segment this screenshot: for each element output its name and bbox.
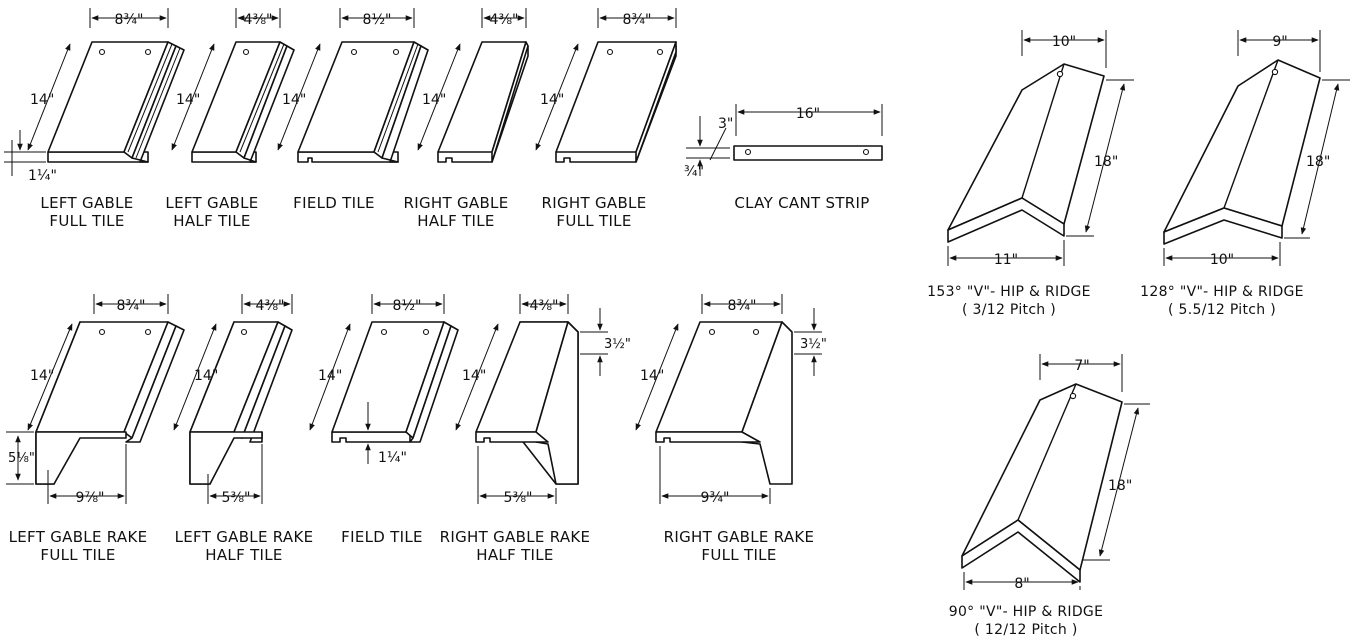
width-label: 8½" xyxy=(363,12,392,28)
caption-line2: HALF TILE xyxy=(173,212,250,230)
length-label: 14" xyxy=(30,368,54,384)
thickness-label: 1¼" xyxy=(28,168,57,184)
caption-line1: LEFT GABLE xyxy=(40,194,133,212)
rake-left-gable-full xyxy=(6,294,185,504)
caption-line1: RIGHT GABLE xyxy=(542,194,647,212)
cant-height-label: 3" xyxy=(718,116,733,132)
rake-left-gable-half xyxy=(173,294,293,504)
tile-right-gable-half xyxy=(417,8,529,163)
drop-label: 3½" xyxy=(800,337,827,352)
ridge-caption-line2: ( 12/12 Pitch ) xyxy=(974,622,1077,638)
ridge-caption-line1: 128° "V"- HIP & RIDGE xyxy=(1140,284,1304,300)
caption-line2: FULL TILE xyxy=(40,546,115,564)
rake-width-label: 5⅜" xyxy=(504,490,533,506)
ridge-153 xyxy=(947,30,1134,266)
caption-line1: RIGHT GABLE RAKE xyxy=(664,528,815,546)
length-label: 14" xyxy=(318,368,342,384)
length-label: 14" xyxy=(462,368,486,384)
rake-width-label: 9¾" xyxy=(701,490,730,506)
rake-width-label: 9⅞" xyxy=(76,490,105,506)
length-label: 14" xyxy=(30,92,54,108)
rake-width-label: 5⅜" xyxy=(222,490,251,506)
top-width-label: 9" xyxy=(1272,34,1287,50)
length-label: 14" xyxy=(194,368,218,384)
caption-line1: LEFT GABLE RAKE xyxy=(9,528,148,546)
ridge-128 xyxy=(1163,30,1350,266)
ridge-caption-line1: 90° "V"- HIP & RIDGE xyxy=(949,604,1103,620)
drop-label: 3½" xyxy=(604,337,631,352)
ridge-caption-line2: ( 3/12 Pitch ) xyxy=(962,302,1056,318)
length-label: 14" xyxy=(540,92,564,108)
bottom-width-label: 8" xyxy=(1014,576,1029,592)
length-label: 14" xyxy=(422,92,446,108)
tile-left-gable-full xyxy=(4,8,185,176)
width-label: 8¾" xyxy=(728,298,757,314)
length-label: 14" xyxy=(282,92,306,108)
length-label: 14" xyxy=(640,368,664,384)
caption-line1: RIGHT GABLE RAKE xyxy=(440,528,591,546)
caption-line1: FIELD TILE xyxy=(293,194,375,212)
width-label: 4⅜" xyxy=(530,298,559,314)
caption-line1: LEFT GABLE RAKE xyxy=(175,528,314,546)
ridge-caption-line1: 153° "V"- HIP & RIDGE xyxy=(927,284,1091,300)
width-label: 4⅜" xyxy=(244,12,273,28)
width-label: 8½" xyxy=(393,298,422,314)
rake-right-gable-full xyxy=(635,294,822,504)
caption-line1: RIGHT GABLE xyxy=(404,194,509,212)
length-label: 14" xyxy=(176,92,200,108)
clay-cant-strip xyxy=(686,104,883,176)
caption-line1: FIELD TILE xyxy=(341,528,423,546)
bottom-width-label: 10" xyxy=(1210,252,1234,268)
cant-length-label: 16" xyxy=(796,106,820,122)
caption-line1: LEFT GABLE xyxy=(165,194,258,212)
length-label: 18" xyxy=(1306,154,1330,170)
top-width-label: 10" xyxy=(1052,34,1076,50)
width-label: 4⅜" xyxy=(256,298,285,314)
rake-field-tile xyxy=(309,294,459,464)
thickness-label: 1¼" xyxy=(378,450,407,466)
ridge-90 xyxy=(961,354,1150,590)
length-label: 18" xyxy=(1094,154,1118,170)
width-label: 8¾" xyxy=(117,298,146,314)
width-label: 8¾" xyxy=(623,12,652,28)
ridge-caption-line2: ( 5.5/12 Pitch ) xyxy=(1168,302,1276,318)
cant-thickness-label: ¾" xyxy=(684,164,704,180)
width-label: 8¾" xyxy=(115,12,144,28)
drop-label: 5⅛" xyxy=(8,451,35,466)
caption-line2: HALF TILE xyxy=(205,546,282,564)
top-width-label: 7" xyxy=(1074,358,1089,374)
caption-cant-strip: CLAY CANT STRIP xyxy=(734,194,869,212)
rake-right-gable-half xyxy=(455,294,608,504)
caption-line2: FULL TILE xyxy=(701,546,776,564)
length-label: 18" xyxy=(1108,478,1132,494)
caption-line2: FULL TILE xyxy=(49,212,124,230)
tile-field xyxy=(277,8,429,163)
caption-line2: FULL TILE xyxy=(556,212,631,230)
caption-line2: HALF TILE xyxy=(476,546,553,564)
width-label: 4⅜" xyxy=(490,12,519,28)
tile-right-gable-full xyxy=(535,8,677,163)
caption-line2: HALF TILE xyxy=(417,212,494,230)
tile-left-gable-half xyxy=(171,8,295,163)
bottom-width-label: 11" xyxy=(994,252,1018,268)
